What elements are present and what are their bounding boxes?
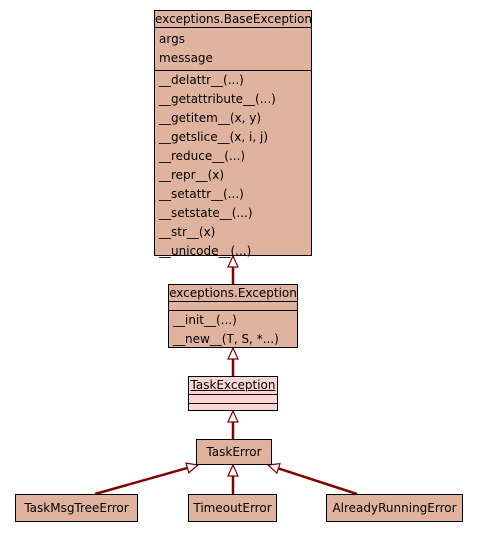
- class-base-exception: exceptions.BaseException args message __…: [154, 10, 312, 258]
- method: __delattr__(...): [159, 73, 244, 87]
- method: __getattribute__(...): [159, 92, 276, 106]
- attributes-section: args message: [155, 28, 311, 71]
- methods-section: __delattr__(...) __getattribute__(...) _…: [155, 71, 311, 261]
- class-exception: exceptions.Exception __init__(...) __new…: [168, 284, 298, 348]
- class-name: AlreadyRunningError: [332, 501, 457, 515]
- class-name: exceptions.Exception: [169, 286, 297, 302]
- inheritance-arrowhead: [227, 463, 239, 477]
- class-task-msg-tree-error: TaskMsgTreeError: [15, 494, 138, 522]
- inheritance-arrowhead: [185, 462, 200, 474]
- class-name: TaskError: [206, 445, 262, 459]
- method: __init__(...): [173, 313, 237, 327]
- attributes-section: [169, 302, 297, 311]
- inheritance-arrowhead: [227, 409, 239, 423]
- inheritance-arrowhead: [227, 254, 239, 268]
- methods-section: __init__(...) __new__(T, S, *...): [169, 311, 297, 349]
- method: __unicode__(...): [159, 244, 252, 258]
- attribute: message: [159, 51, 213, 65]
- edge-task-msg-tree-error-to-task-error: [94, 466, 188, 496]
- methods-section: [189, 404, 277, 412]
- class-name: TimeoutError: [193, 501, 272, 515]
- method: __setattr__(...): [159, 187, 244, 201]
- inheritance-arrowhead: [227, 346, 239, 360]
- attribute: args: [159, 32, 185, 46]
- class-timeout-error: TimeoutError: [188, 494, 277, 522]
- method: __repr__(x): [159, 168, 225, 182]
- attributes-section: [189, 395, 277, 404]
- method: __setstate__(...): [159, 206, 253, 220]
- class-task-exception: TaskException: [188, 376, 278, 411]
- method: __reduce__(...): [159, 149, 246, 163]
- method: __getitem__(x, y): [159, 111, 262, 125]
- method: __str__(x): [159, 225, 216, 239]
- method: __new__(T, S, *...): [173, 332, 279, 346]
- class-task-error: TaskError: [196, 439, 272, 465]
- edge-already-running-error-to-task-error: [278, 467, 358, 496]
- class-name: exceptions.BaseException: [155, 12, 311, 28]
- inheritance-arrowhead: [266, 462, 281, 475]
- class-already-running-error: AlreadyRunningError: [326, 494, 463, 522]
- class-name: TaskException: [189, 377, 277, 395]
- method: __getslice__(x, i, j): [159, 130, 268, 144]
- class-name: TaskMsgTreeError: [24, 501, 129, 515]
